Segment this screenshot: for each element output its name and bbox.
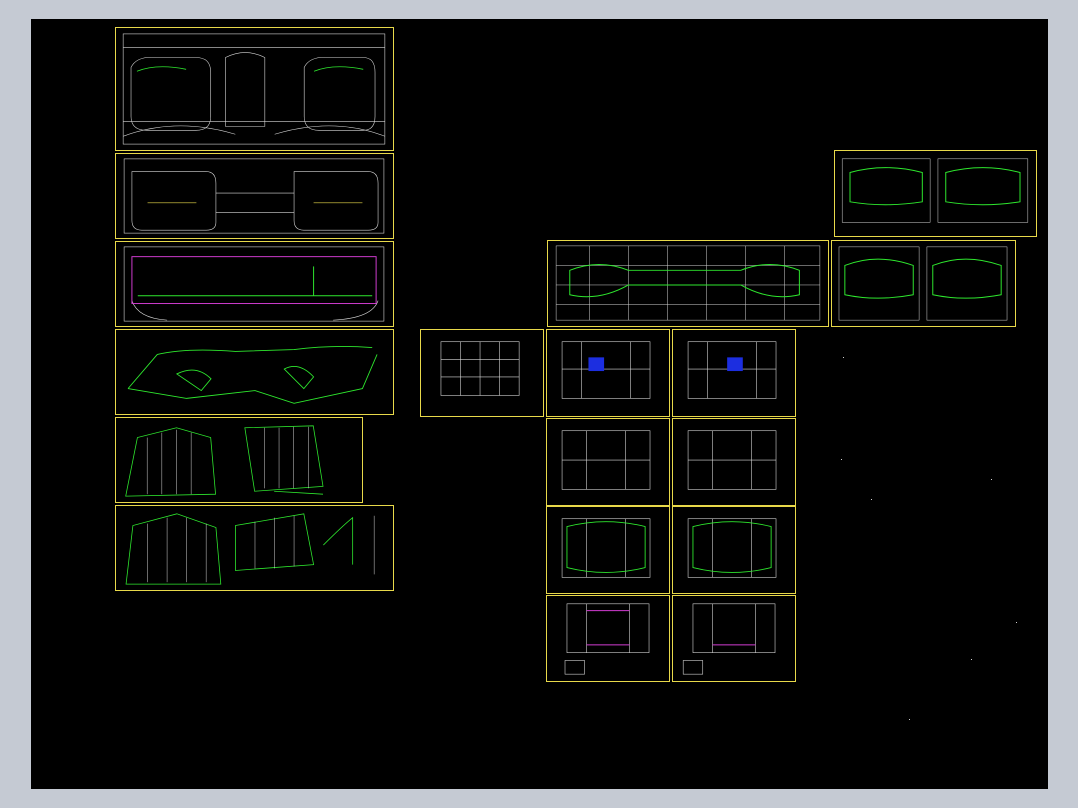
drawing-sheet-plan-2[interactable] [115,153,394,239]
site-plan [555,245,821,321]
floor-plan [440,341,520,396]
drawing-sheet-double-plan-1[interactable] [831,240,1016,327]
floor-plan [682,603,776,675]
stray-point [843,357,844,358]
stray-point [1016,622,1017,623]
drawing-sheet-site-plan[interactable] [547,240,829,327]
plan-drawing [122,33,386,145]
drawing-sheet-floor-8[interactable] [546,595,670,682]
drawing-sheet-floor-7[interactable] [672,506,796,594]
drawing-sheet-perspective[interactable] [115,329,394,415]
plan-drawing [123,246,385,322]
stray-point [991,479,992,480]
floor-plan [687,430,777,490]
drawing-sheet-plan-3[interactable] [115,241,394,327]
plan-drawing [123,158,385,234]
drawing-sheet-floor-2[interactable] [546,329,670,417]
stray-point [971,659,972,660]
drawing-sheet-floor-4[interactable] [546,418,670,506]
stray-point [909,719,910,720]
floor-plan [561,341,651,399]
floor-plan [687,341,777,399]
drawing-sheet-floor-1[interactable] [420,329,544,417]
elevation-drawing [125,425,324,497]
cad-drawing-canvas[interactable] [31,19,1048,789]
drawing-sheet-floor-3[interactable] [672,329,796,417]
elevation-drawing [125,513,375,585]
drawing-sheet-double-plan-2[interactable] [834,150,1037,237]
stray-point [841,459,842,460]
double-plan [841,158,1029,223]
floor-plan [561,430,651,490]
drawing-sheet-floor-5[interactable] [672,418,796,506]
drawing-sheet-plan-1[interactable] [115,27,394,151]
drawing-sheet-floor-6[interactable] [546,506,670,594]
floor-plan [564,603,650,675]
drawing-sheet-elevation-2[interactable] [115,505,394,591]
perspective-drawing [127,346,378,404]
floor-plan [687,518,777,578]
drawing-sheet-elevation-1[interactable] [115,417,363,503]
floor-plan [561,518,651,578]
stray-point [871,499,872,500]
drawing-sheet-floor-9[interactable] [672,595,796,682]
double-plan [838,246,1008,321]
